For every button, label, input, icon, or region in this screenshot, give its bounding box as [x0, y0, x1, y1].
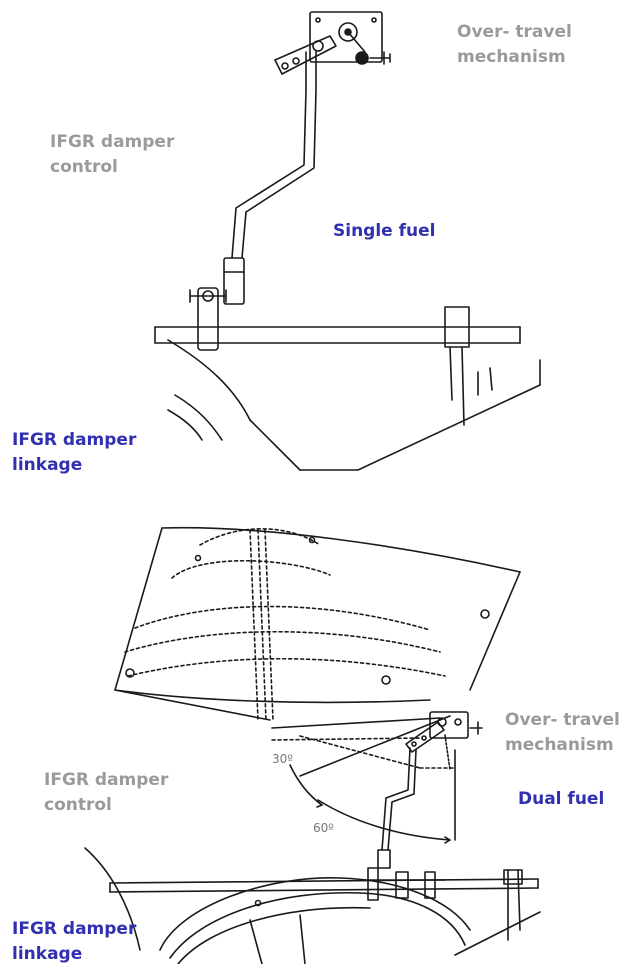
top-damper-linkage-label: IFGR damper linkage — [12, 428, 136, 478]
bottom-damper-shaft — [109, 867, 539, 941]
top-damper-shaft — [154, 326, 521, 344]
bottom-angle-arcs — [289, 764, 451, 844]
top-damper-control-line-1: IFGR damper — [50, 132, 175, 152]
bottom-damper-control-rod — [377, 747, 417, 869]
bottom-over-travel-line-1: Over- travel — [505, 710, 620, 730]
bottom-over-travel-line-2: mechanism — [505, 735, 614, 755]
top-over-travel-mechanism — [274, 11, 391, 75]
bottom-fuel-type-label: Dual fuel — [518, 789, 605, 809]
bottom-damper-linkage-line-2: linkage — [12, 944, 83, 964]
angle-30-label: 30º — [272, 752, 293, 766]
top-damper-linkage-line-2: linkage — [12, 455, 83, 475]
bottom-reference-lines — [271, 715, 456, 841]
bottom-damper-linkage-line-1: IFGR damper — [12, 919, 137, 939]
top-bearing-bracket — [444, 306, 470, 426]
top-damper-control-label: IFGR damper control — [50, 130, 174, 180]
bottom-over-travel-label: Over- travel mechanism — [505, 708, 620, 758]
bottom-damper-linkage-label: IFGR damper linkage — [12, 917, 136, 967]
bottom-housing-curves — [124, 528, 446, 721]
bottom-over-travel-mechanism — [405, 711, 483, 771]
top-damper-linkage-line-1: IFGR damper — [12, 430, 137, 450]
top-damper-control-rod — [223, 51, 317, 305]
top-housing — [167, 339, 541, 471]
bottom-damper-control-line-1: IFGR damper — [44, 770, 169, 790]
bottom-damper-control-label: IFGR damper control — [44, 768, 168, 818]
top-clevis — [189, 287, 227, 351]
top-over-travel-line-1: Over- travel — [457, 22, 572, 42]
top-over-travel-line-2: mechanism — [457, 47, 566, 67]
top-over-travel-label: Over- travel mechanism — [457, 20, 572, 70]
top-damper-control-line-2: control — [50, 157, 118, 177]
bottom-housing-lower — [84, 847, 541, 964]
angle-60-label: 60º — [313, 821, 334, 835]
bottom-damper-control-line-2: control — [44, 795, 112, 815]
top-fuel-type-label: Single fuel — [333, 221, 436, 241]
bottom-housing-outline — [114, 526, 521, 721]
